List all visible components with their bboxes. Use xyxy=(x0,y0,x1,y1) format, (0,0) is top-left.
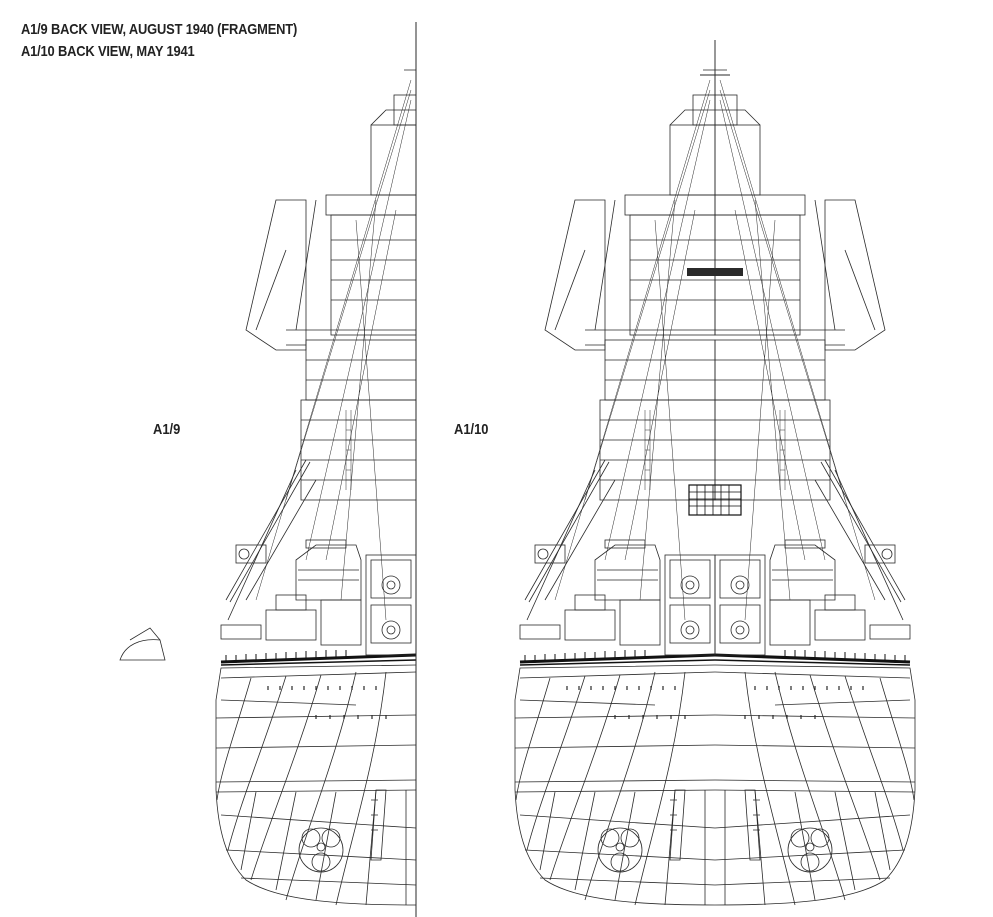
platform-dark-band xyxy=(687,268,743,276)
caption-a1-9: A1/9 BACK VIEW, AUGUST 1940 (FRAGMENT) xyxy=(21,21,298,38)
caption-a1-10: A1/10 BACK VIEW, MAY 1941 xyxy=(21,43,195,60)
platform-detail xyxy=(688,484,742,516)
boat-detail xyxy=(119,627,166,661)
view-label-a1-9: A1/9 xyxy=(153,421,181,438)
platform-grid xyxy=(689,485,741,515)
view-label-a1-10: A1/10 xyxy=(454,421,489,438)
ship-view-a1-10 xyxy=(513,38,917,907)
ship-view-a1-9 xyxy=(119,38,416,907)
